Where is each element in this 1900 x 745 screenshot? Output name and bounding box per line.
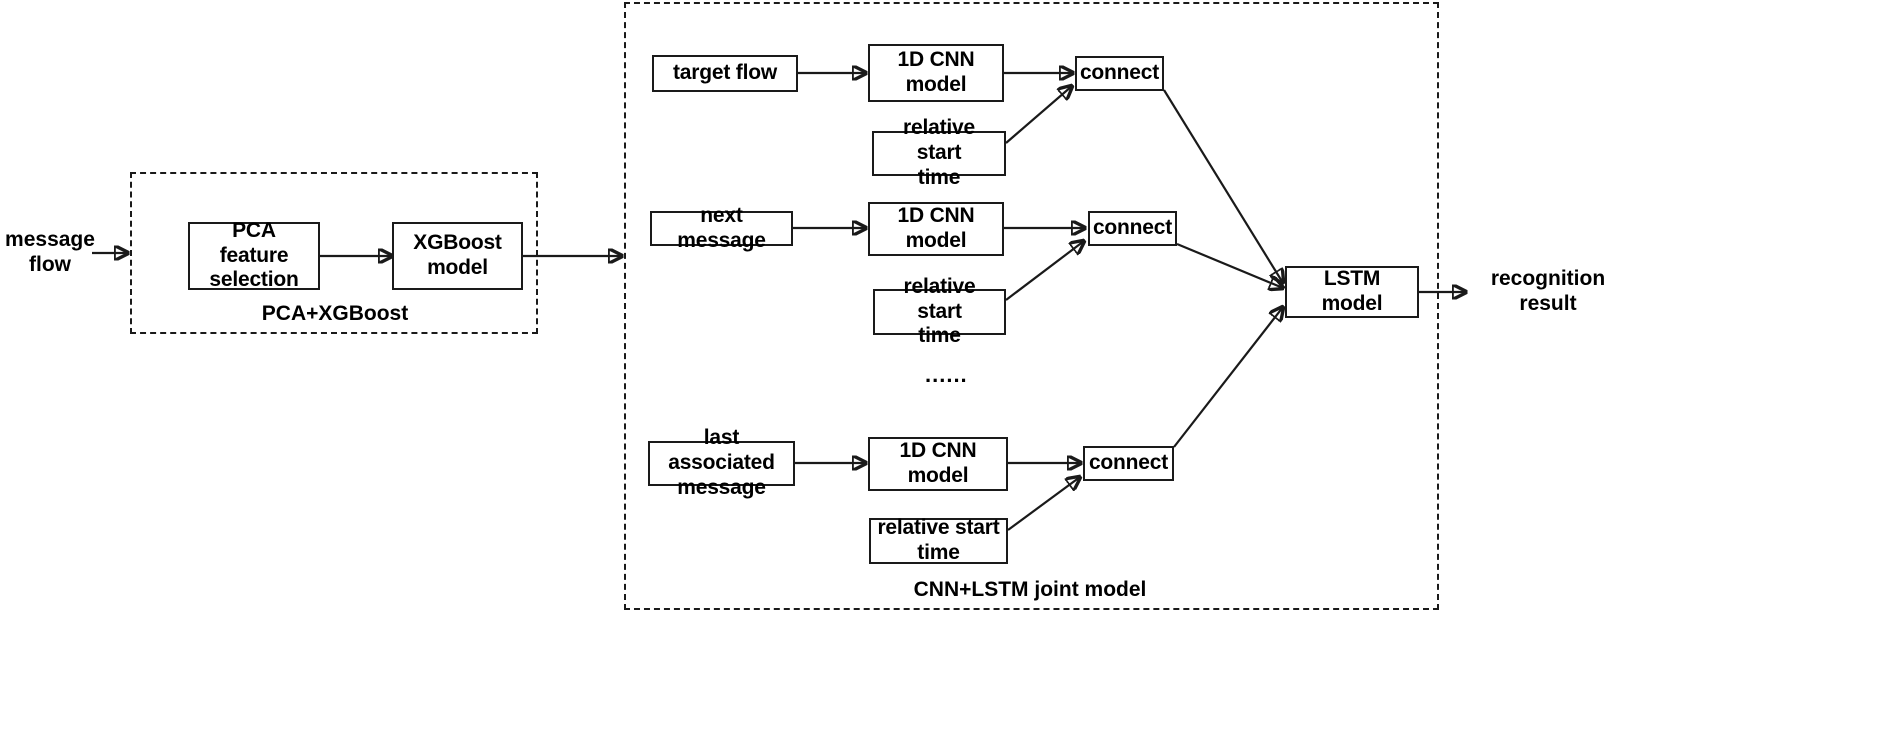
node-next-message[interactable]: next message [650,204,793,252]
input-label-message-flow: message flow [5,228,95,276]
group-cnn-lstm-joint [624,2,1439,610]
node-connect-3[interactable]: connect [1083,446,1174,481]
output-label-recognition-result: recognition result [1490,267,1606,315]
ellipsis-label: ...... [925,362,968,387]
node-target-flow[interactable]: target flow [652,55,798,92]
node-relative-start-time-1[interactable]: relative start time [872,116,1006,189]
node-1d-cnn-model-3[interactable]: 1D CNN model [868,437,1008,491]
group-pca-xgboost-caption: PCA+XGBoost [261,302,409,325]
node-connect-1[interactable]: connect [1075,56,1164,91]
group-cnn-lstm-joint-caption: CNN+LSTM joint model [913,578,1147,601]
node-xgboost-model[interactable]: XGBoost model [392,222,523,290]
node-lstm-model[interactable]: LSTM model [1285,266,1419,318]
node-1d-cnn-model-2[interactable]: 1D CNN model [868,202,1004,256]
node-relative-start-time-3[interactable]: relative start time [869,516,1008,564]
node-last-associated-message[interactable]: last associated message [648,426,795,499]
node-relative-start-time-2[interactable]: relative start time [873,275,1006,347]
group-pca-xgboost [130,172,538,334]
node-1d-cnn-model-1[interactable]: 1D CNN model [868,44,1004,102]
node-connect-2[interactable]: connect [1088,211,1177,246]
node-pca-feature-selection[interactable]: PCA feature selection [188,219,320,291]
